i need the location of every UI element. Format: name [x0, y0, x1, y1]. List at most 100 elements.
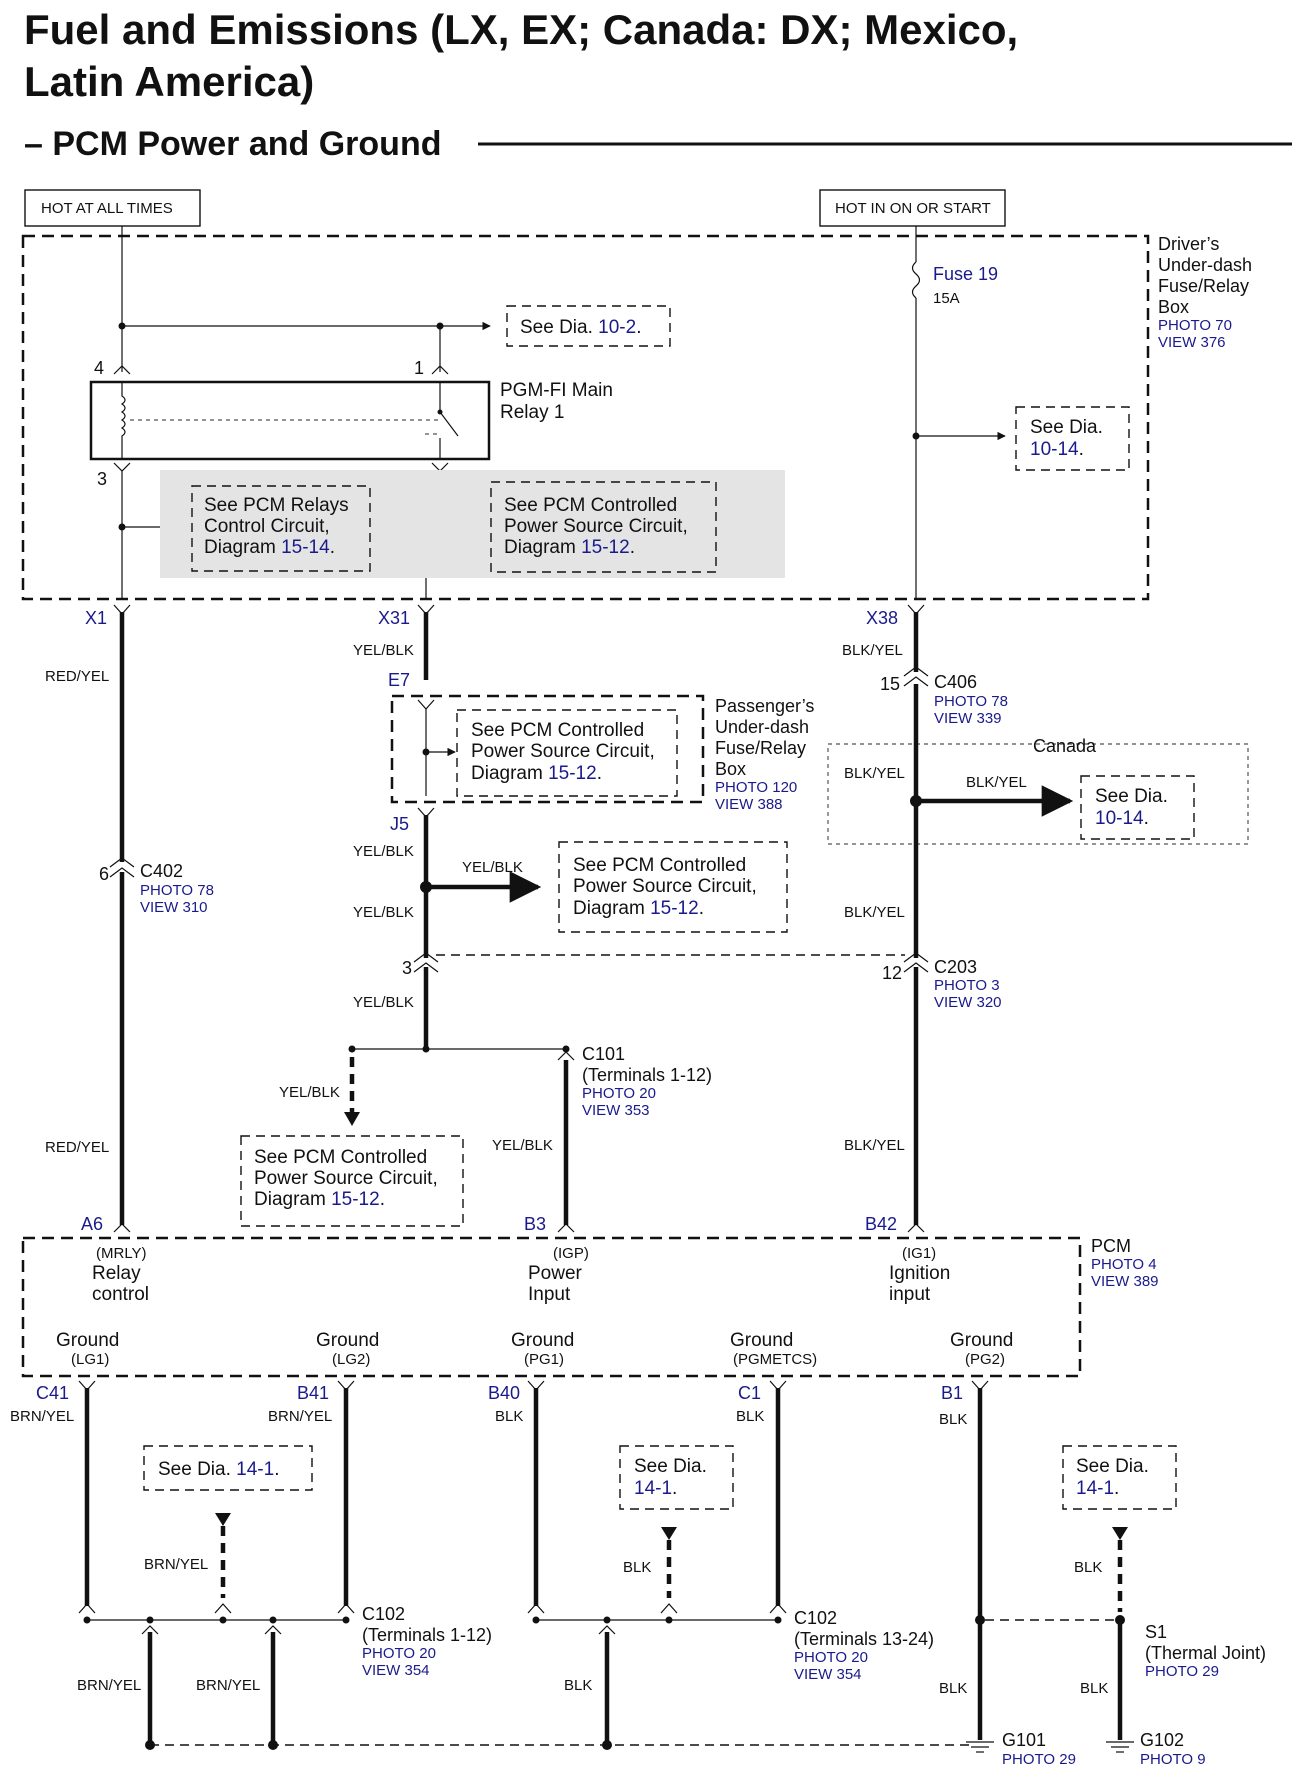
see-dia-14-1-right[interactable]: [1062, 1445, 1177, 1510]
title-line1: Fuel and Emissions (LX, EX; Canada: DX; …: [24, 6, 1018, 53]
svg-text:(IGP): (IGP): [553, 1245, 589, 1262]
svg-text:See PCM Controlled: See PCM Controlled: [504, 495, 677, 516]
svg-text:PCM: PCM: [1091, 1236, 1131, 1256]
svg-text:Under-dash: Under-dash: [1158, 255, 1252, 275]
svg-text:input: input: [889, 1284, 931, 1305]
svg-text:Ignition: Ignition: [889, 1263, 950, 1284]
pcm-label: PCM PHOTO 4 VIEW 389: [1091, 1236, 1159, 1290]
svg-text:BLK/YEL: BLK/YEL: [844, 1137, 905, 1154]
conn-b1: B1: [941, 1383, 963, 1403]
svg-text:See Dia. 10-2.: See Dia. 10-2.: [520, 317, 641, 338]
c101-label: C101: [582, 1044, 625, 1064]
passengers-box-label: Passenger’s Under-dash Fuse/Relay Box PH…: [715, 696, 814, 813]
svg-text:VIEW 376: VIEW 376: [1158, 334, 1226, 351]
svg-text:Fuse/Relay: Fuse/Relay: [715, 738, 806, 758]
hot-start-label: HOT IN ON OR START: [835, 200, 991, 217]
svg-text:YEL/BLK: YEL/BLK: [353, 994, 414, 1011]
svg-text:BLK/YEL: BLK/YEL: [842, 642, 903, 659]
see-pcm-relays-box[interactable]: [191, 485, 371, 572]
svg-text:VIEW 320: VIEW 320: [934, 994, 1002, 1011]
svg-text:Ground: Ground: [730, 1330, 793, 1351]
svg-text:BLK: BLK: [564, 1677, 592, 1694]
svg-text:BRN/YEL: BRN/YEL: [144, 1556, 208, 1573]
svg-text:VIEW 310: VIEW 310: [140, 899, 208, 916]
conn-e7: E7: [388, 670, 410, 690]
svg-text:BRN/YEL: BRN/YEL: [268, 1408, 332, 1425]
canada-label: Canada: [1033, 736, 1097, 756]
svg-text:PHOTO 9: PHOTO 9: [1140, 1751, 1206, 1768]
svg-text:Ground: Ground: [950, 1330, 1013, 1351]
svg-text:See PCM Controlled: See PCM Controlled: [254, 1147, 427, 1168]
svg-text:BLK: BLK: [623, 1559, 651, 1576]
c203-label: C203: [934, 957, 977, 977]
svg-text:PHOTO 20: PHOTO 20: [794, 1649, 868, 1666]
svg-text:(LG2): (LG2): [332, 1351, 370, 1368]
svg-text:BLK/YEL: BLK/YEL: [844, 904, 905, 921]
svg-text:Power: Power: [528, 1263, 583, 1284]
conn-b3: B3: [524, 1214, 546, 1234]
relay-pin-1: 1: [414, 358, 424, 378]
see-pcm-controlled-box-2[interactable]: [456, 709, 678, 797]
see-dia-10-14-canada[interactable]: [1080, 775, 1195, 840]
svg-text:Diagram 15-12.: Diagram 15-12.: [254, 1189, 385, 1210]
svg-text:See Dia.: See Dia.: [1095, 786, 1168, 807]
svg-text:Relay: Relay: [92, 1263, 141, 1284]
svg-text:PHOTO 20: PHOTO 20: [582, 1085, 656, 1102]
svg-text:See Dia.: See Dia.: [1076, 1456, 1149, 1477]
svg-text:PHOTO 70: PHOTO 70: [1158, 317, 1232, 334]
see-dia-10-2[interactable]: [506, 305, 671, 347]
svg-text:PHOTO 29: PHOTO 29: [1145, 1663, 1219, 1680]
conn-c1: C1: [738, 1383, 761, 1403]
subtitle: – PCM Power and Ground: [24, 125, 441, 163]
svg-text:VIEW 354: VIEW 354: [794, 1666, 862, 1683]
c102a-label: C102: [362, 1604, 405, 1624]
see-pcm-controlled-box-1[interactable]: [490, 481, 717, 573]
pcm-box: [21, 1236, 1082, 1378]
svg-text:See PCM Controlled: See PCM Controlled: [471, 720, 644, 741]
svg-text:(PG2): (PG2): [965, 1351, 1005, 1368]
c203-pin-3: 3: [402, 958, 412, 978]
svg-text:PHOTO 78: PHOTO 78: [934, 693, 1008, 710]
svg-text:See PCM Controlled: See PCM Controlled: [573, 855, 746, 876]
svg-text:14-1.: 14-1.: [634, 1478, 677, 1499]
svg-text:(PG1): (PG1): [524, 1351, 564, 1368]
svg-text:14-1.: 14-1.: [1076, 1478, 1119, 1499]
svg-text:(Terminals 13-24): (Terminals 13-24): [794, 1629, 934, 1649]
svg-text:YEL/BLK: YEL/BLK: [353, 642, 414, 659]
conn-b41: B41: [297, 1383, 329, 1403]
svg-text:Box: Box: [1158, 297, 1189, 317]
svg-text:Input: Input: [528, 1284, 571, 1305]
see-pcm-controlled-box-3[interactable]: [558, 841, 788, 933]
svg-text:Diagram 15-12.: Diagram 15-12.: [573, 898, 704, 919]
svg-text:BLK/YEL: BLK/YEL: [966, 774, 1027, 791]
svg-text:YEL/BLK: YEL/BLK: [353, 843, 414, 860]
relay-label-l1: PGM-FI Main: [500, 380, 613, 401]
canada-region: [827, 743, 1249, 845]
svg-text:(Terminals 1-12): (Terminals 1-12): [362, 1625, 492, 1645]
svg-text:YEL/BLK: YEL/BLK: [492, 1137, 553, 1154]
conn-a6: A6: [81, 1214, 103, 1234]
see-dia-14-1-mid[interactable]: [619, 1445, 734, 1510]
conn-j5: J5: [390, 814, 409, 834]
svg-text:(Thermal Joint): (Thermal Joint): [1145, 1643, 1266, 1663]
g102-ground-icon: [1106, 1741, 1134, 1753]
svg-text:VIEW 388: VIEW 388: [715, 796, 783, 813]
svg-text:VIEW 339: VIEW 339: [934, 710, 1002, 727]
svg-text:BLK: BLK: [1074, 1559, 1102, 1576]
see-pcm-controlled-box-4[interactable]: [240, 1135, 464, 1227]
svg-text:Power Source Circuit,: Power Source Circuit,: [254, 1168, 438, 1189]
see-dia-14-1-left[interactable]: [143, 1445, 313, 1491]
svg-text:PHOTO 78: PHOTO 78: [140, 882, 214, 899]
svg-text:PHOTO 20: PHOTO 20: [362, 1645, 436, 1662]
see-dia-10-14-top[interactable]: [1015, 406, 1130, 471]
svg-text:RED/YEL: RED/YEL: [45, 1139, 109, 1156]
svg-text:BLK: BLK: [1080, 1680, 1108, 1697]
svg-text:(LG1): (LG1): [71, 1351, 109, 1368]
svg-text:BLK: BLK: [939, 1680, 967, 1697]
svg-text:PHOTO 120: PHOTO 120: [715, 779, 797, 796]
svg-text:Diagram 15-12.: Diagram 15-12.: [471, 763, 602, 784]
svg-text:10-14.: 10-14.: [1030, 439, 1084, 460]
g102-label: G102: [1140, 1730, 1184, 1750]
svg-text:BRN/YEL: BRN/YEL: [10, 1408, 74, 1425]
